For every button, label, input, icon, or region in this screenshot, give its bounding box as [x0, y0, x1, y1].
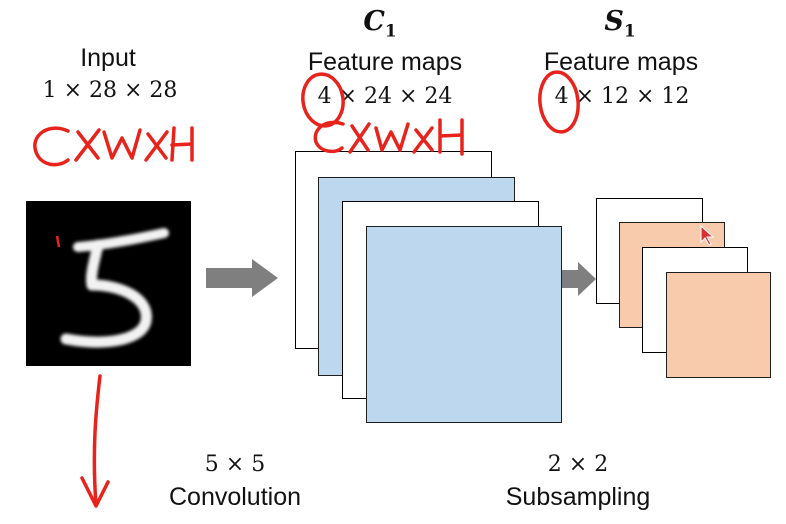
- circle-mark-c1: [301, 72, 345, 128]
- circle-mark-s1: [538, 70, 580, 134]
- s1-symbol-sub: 1: [623, 21, 636, 42]
- c1-map-4: [366, 226, 562, 423]
- subsample-label: Subsampling: [505, 483, 651, 511]
- conv-size: 5 × 5: [204, 452, 266, 477]
- mouse-cursor-icon: [700, 224, 715, 246]
- subsample-arrow: [562, 262, 596, 296]
- c1-symbol: C1: [340, 6, 420, 41]
- down-arrow-mark: [80, 374, 110, 508]
- conv-label: Convolution: [168, 483, 302, 511]
- annotation-cxwxh-1: [33, 126, 194, 167]
- input-dims: 1 × 28 × 28: [42, 78, 178, 103]
- s1-title: Feature maps: [543, 48, 699, 76]
- s1-symbol: S1: [580, 6, 660, 41]
- c1-title: Feature maps: [307, 48, 463, 76]
- s1-symbol-letter: S: [604, 6, 624, 37]
- c1-symbol-letter: C: [363, 6, 385, 37]
- digit-five-glyph: [55, 228, 169, 348]
- input-digit-image: [26, 201, 191, 366]
- conv-arrow: [206, 259, 278, 297]
- annotation-cxwxh-2: [313, 118, 464, 156]
- input-title: Input: [80, 44, 136, 72]
- subsample-size: 2 × 2: [547, 452, 609, 477]
- red-tick-mark: [55, 235, 61, 248]
- c1-symbol-sub: 1: [384, 21, 397, 42]
- s1-map-4: [666, 272, 771, 378]
